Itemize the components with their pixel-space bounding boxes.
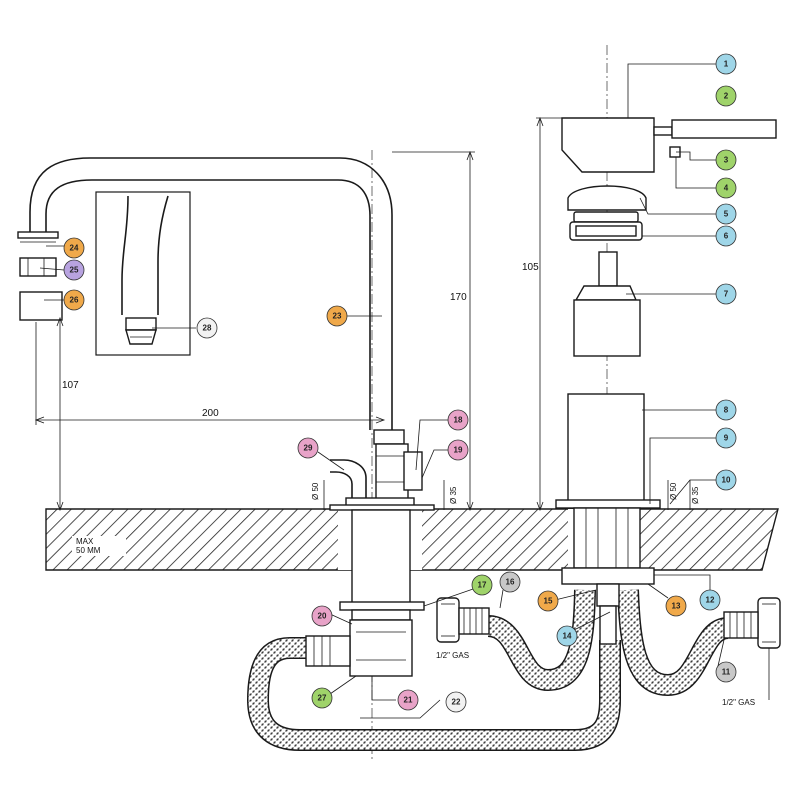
- dim-dia-left-35: Ø 35: [449, 486, 458, 504]
- callout-9: 9: [715, 427, 737, 449]
- svg-text:2: 2: [724, 92, 729, 101]
- svg-text:1: 1: [724, 60, 729, 69]
- callout-29: 29: [297, 437, 319, 459]
- svg-text:11: 11: [722, 668, 731, 677]
- callout-12: 12: [699, 589, 721, 611]
- callout-24: 24: [63, 237, 85, 259]
- svg-text:18: 18: [454, 416, 463, 425]
- callout-4: 4: [715, 177, 737, 199]
- svg-text:15: 15: [544, 597, 553, 606]
- aerator-inset: [95, 191, 191, 356]
- svg-text:8: 8: [724, 406, 729, 415]
- callout-26: 26: [63, 289, 85, 311]
- callout-25: 25: [63, 259, 85, 281]
- callouts: 1 2 3 4 5 6 7 8 9 10 11 12 13 14 15 16 1…: [63, 53, 737, 713]
- surface-note-line1: MAX: [76, 537, 94, 546]
- svg-text:9: 9: [724, 434, 729, 443]
- callout-10: 10: [715, 469, 737, 491]
- svg-text:3: 3: [724, 156, 729, 165]
- callout-16: 16: [499, 571, 521, 593]
- cartridge-stack: [555, 117, 777, 645]
- callout-23: 23: [326, 305, 348, 327]
- dim-dia-right-50: Ø 50: [669, 482, 678, 500]
- surface-note-line2: 50 MM: [76, 546, 101, 555]
- svg-text:27: 27: [318, 694, 327, 703]
- callout-28: 28: [196, 317, 218, 339]
- dim-dia-left-50: Ø 50: [311, 482, 320, 500]
- svg-text:13: 13: [672, 602, 681, 611]
- right-gas-fitting: 1/2" GAS: [722, 597, 781, 707]
- left-faucet-body: [305, 429, 435, 677]
- countertop: MAX 50 MM: [45, 508, 779, 571]
- left-gas-fitting: 1/2" GAS: [436, 597, 490, 660]
- svg-text:26: 26: [70, 296, 79, 305]
- callout-11: 11: [715, 661, 737, 683]
- callout-18: 18: [447, 409, 469, 431]
- svg-text:14: 14: [563, 632, 572, 641]
- svg-text:10: 10: [722, 476, 731, 485]
- dim-reach-200: 200: [202, 408, 219, 419]
- callout-1: 1: [715, 53, 737, 75]
- leader-lines: [39, 63, 725, 719]
- braided-hoses: [246, 589, 730, 751]
- callout-21: 21: [397, 689, 419, 711]
- callout-20: 20: [311, 605, 333, 627]
- svg-text:5: 5: [724, 210, 729, 219]
- svg-text:7: 7: [724, 290, 729, 299]
- svg-text:28: 28: [203, 324, 212, 333]
- callout-22: 22: [445, 691, 467, 713]
- svg-text:4: 4: [724, 184, 729, 193]
- dim-height-105: 105: [522, 262, 539, 273]
- callout-15: 15: [537, 590, 559, 612]
- dim-height-170: 170: [450, 292, 467, 303]
- faucet-spout: [17, 157, 393, 430]
- dim-dia-right-35: Ø 35: [691, 486, 700, 504]
- svg-text:19: 19: [454, 446, 463, 455]
- svg-text:17: 17: [478, 581, 487, 590]
- svg-text:20: 20: [318, 612, 327, 621]
- svg-text:21: 21: [404, 696, 413, 705]
- callout-6: 6: [715, 225, 737, 247]
- svg-text:25: 25: [70, 266, 79, 275]
- callout-14: 14: [556, 625, 578, 647]
- callout-2: 2: [715, 85, 737, 107]
- gas-label-left: 1/2" GAS: [436, 651, 469, 660]
- callout-17: 17: [471, 574, 493, 596]
- svg-text:23: 23: [333, 312, 342, 321]
- callout-27: 27: [311, 687, 333, 709]
- svg-text:24: 24: [70, 244, 79, 253]
- dim-height-107: 107: [62, 380, 79, 391]
- svg-text:12: 12: [706, 596, 715, 605]
- callout-5: 5: [715, 203, 737, 225]
- callout-3: 3: [715, 149, 737, 171]
- gas-label-right: 1/2" GAS: [722, 698, 755, 707]
- callout-7: 7: [715, 283, 737, 305]
- svg-text:6: 6: [724, 232, 729, 241]
- svg-text:22: 22: [452, 698, 461, 707]
- callout-19: 19: [447, 439, 469, 461]
- svg-text:29: 29: [304, 444, 313, 453]
- callout-8: 8: [715, 399, 737, 421]
- svg-text:16: 16: [506, 578, 515, 587]
- callout-13: 13: [665, 595, 687, 617]
- dimension-lines: 170 107 200 105 Ø 50 Ø 35 Ø 50 Ø 35: [34, 116, 700, 512]
